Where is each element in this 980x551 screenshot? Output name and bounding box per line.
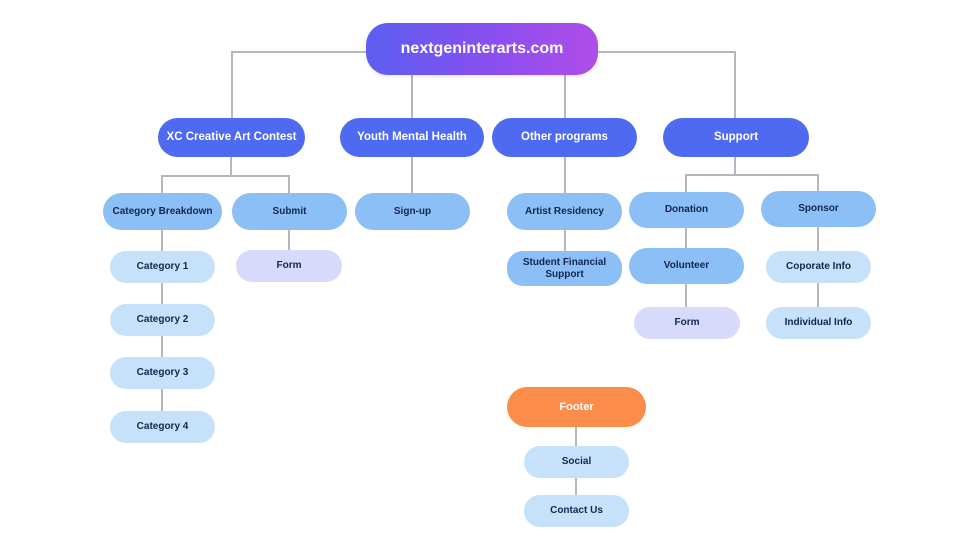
node-volunteer[interactable]: Volunteer <box>629 248 744 284</box>
node-volunteer-form[interactable]: Form <box>634 307 740 339</box>
node-contact-us[interactable]: Contact Us <box>524 495 629 527</box>
node-other-programs[interactable]: Other programs <box>492 118 637 157</box>
node-category-2[interactable]: Category 2 <box>110 304 215 336</box>
node-category-1[interactable]: Category 1 <box>110 251 215 283</box>
contest-label: XC Creative Art Contest <box>166 130 297 143</box>
submit-label: Submit <box>272 205 307 217</box>
category-2-label: Category 2 <box>136 314 189 326</box>
node-youth-mental-health[interactable]: Youth Mental Health <box>340 118 484 157</box>
node-sponsor[interactable]: Sponsor <box>761 191 876 227</box>
node-submit[interactable]: Submit <box>232 193 347 230</box>
category-breakdown-label: Category Breakdown <box>112 205 213 217</box>
volunteer-label: Volunteer <box>663 260 710 272</box>
sponsor-label: Sponsor <box>798 203 839 215</box>
donation-label: Donation <box>664 204 709 216</box>
sign-up-label: Sign-up <box>393 205 432 217</box>
node-category-breakdown[interactable]: Category Breakdown <box>103 193 222 230</box>
category-3-label: Category 3 <box>136 367 189 379</box>
node-support[interactable]: Support <box>663 118 809 157</box>
social-label: Social <box>561 456 592 468</box>
node-student-financial-support[interactable]: Student Financial Support <box>507 251 622 286</box>
root-node[interactable]: nextgeninterarts.com <box>366 23 598 75</box>
submit-form-label: Form <box>276 260 302 272</box>
node-individual-info[interactable]: Individual Info <box>766 307 871 339</box>
node-xc-creative-art-contest[interactable]: XC Creative Art Contest <box>158 118 305 157</box>
footer-label: Footer <box>559 400 594 413</box>
node-submit-form[interactable]: Form <box>236 250 342 282</box>
node-footer[interactable]: Footer <box>507 387 646 427</box>
root-label: nextgeninterarts.com <box>400 39 564 57</box>
category-4-label: Category 4 <box>136 421 189 433</box>
category-1-label: Category 1 <box>136 261 189 273</box>
other-programs-label: Other programs <box>521 130 608 143</box>
connector-contest <box>161 157 290 194</box>
node-category-3[interactable]: Category 3 <box>110 357 215 389</box>
volunteer-form-label: Form <box>674 317 700 329</box>
individual-info-label: Individual Info <box>784 317 853 329</box>
node-category-4[interactable]: Category 4 <box>110 411 215 443</box>
connector-support <box>685 157 819 193</box>
node-corporate-info[interactable]: Coporate Info <box>766 251 871 283</box>
artist-residency-label: Artist Residency <box>525 205 604 217</box>
connector-root-branches <box>231 51 736 120</box>
node-social[interactable]: Social <box>524 446 629 478</box>
corporate-info-label: Coporate Info <box>786 261 851 273</box>
node-artist-residency[interactable]: Artist Residency <box>507 193 622 230</box>
mental-health-label: Youth Mental Health <box>357 130 467 143</box>
support-label: Support <box>713 130 759 143</box>
student-support-label: Student Financial Support <box>522 257 607 280</box>
contact-us-label: Contact Us <box>550 505 603 517</box>
node-donation[interactable]: Donation <box>629 192 744 228</box>
node-sign-up[interactable]: Sign-up <box>355 193 470 230</box>
